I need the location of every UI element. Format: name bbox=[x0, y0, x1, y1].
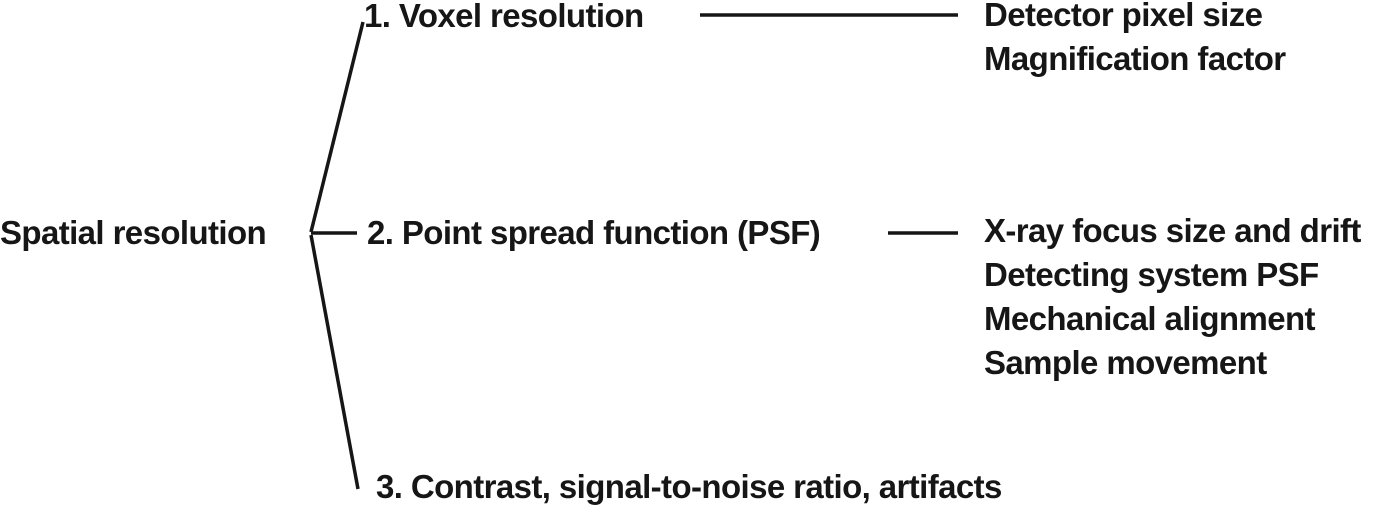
branch-2-factors: X-ray focus size and drift Detecting sys… bbox=[984, 209, 1361, 385]
branch-3-label: 3. Contrast, signal-to-noise ratio, arti… bbox=[376, 467, 1002, 505]
brace-upper-diagonal-line bbox=[309, 21, 365, 233]
factor-item: Magnification factor bbox=[984, 40, 1286, 77]
root-label: Spatial resolution bbox=[0, 213, 267, 251]
branch-1-label: 1. Voxel resolution bbox=[364, 0, 644, 34]
branch-2-label: 2. Point spread function (PSF) bbox=[367, 213, 821, 251]
brace-lower-diagonal-line bbox=[309, 234, 360, 490]
factor-item: Detecting system PSF bbox=[984, 256, 1319, 293]
factor-item: Sample movement bbox=[984, 344, 1267, 381]
factor-item: Detector pixel size bbox=[984, 0, 1263, 33]
branch-1-factors: Detector pixel size Magnification factor bbox=[984, 0, 1286, 81]
factor-item: Mechanical alignment bbox=[984, 300, 1316, 337]
factor-item: X-ray focus size and drift bbox=[984, 212, 1361, 249]
